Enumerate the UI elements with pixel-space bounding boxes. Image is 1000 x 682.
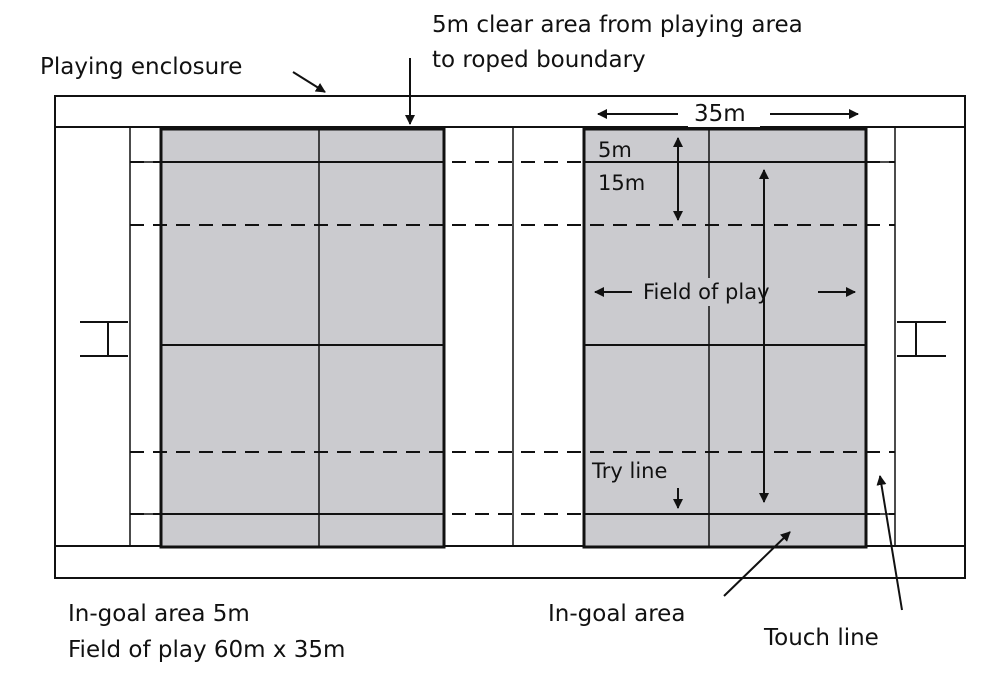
right-field [512,127,946,549]
label-in-goal-area: In-goal area [548,601,685,627]
enclosure-pointer-arrow [292,71,326,93]
label-field-of-play: Field of play [643,280,770,304]
label-width-35m: 35m [694,101,746,127]
label-playing-enclosure: Playing enclosure [40,54,242,80]
label-in-goal-area-5m: In-goal area 5m [68,601,250,627]
in-goal-area-arrow [723,531,791,597]
label-touch-line: Touch line [763,625,879,651]
label-clear-area-1: 5m clear area from playing area [432,12,803,38]
dashed-lines [130,161,895,515]
label-zone-15m: 15m [598,171,645,195]
label-try-line: Try line [591,459,667,483]
left-goal-posts [80,321,128,357]
left-field [80,127,446,549]
label-in-goal-5m: 5m [598,138,632,162]
right-goal-posts [897,321,946,357]
label-field-dimensions: Field of play 60m x 35m [68,637,345,663]
label-clear-area-2: to roped boundary [432,47,646,73]
touch-line-arrow [876,475,903,611]
